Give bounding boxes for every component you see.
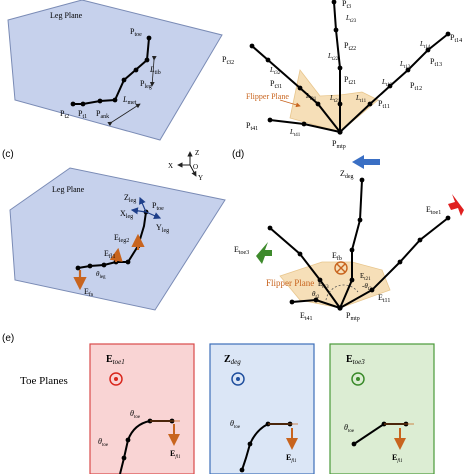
l-t32-label: Lt32 [269,66,281,76]
toe-planes-title: Toe Planes [20,375,68,387]
e-toe1-arrow [448,194,464,216]
p-t12-label: Pt12 [410,81,422,92]
axis-triad: Z X O Y [168,149,203,182]
p-t13-label: Pt13 [430,57,442,68]
box-2-efl: Efl1 [286,453,297,464]
box-1-efl: Efl1 [170,449,181,460]
e-fl1-label-c: Efl1 [104,249,116,260]
axis-y-label: Y [198,174,203,182]
box-3-efl: Efl1 [392,453,403,464]
toe-plane-box-2: Zdeg θtoe Efl1 [209,343,315,474]
e-t11-label: Et11 [378,293,390,304]
panel-b: Flipper Plane Pt3 Pt14 Pt13 Pt12 Pt11 Pt… [222,0,462,150]
angle-arc-d [325,284,359,301]
p-t41-label: Pt41 [246,121,258,132]
p-mtp-label-d: Pmtp [346,311,360,322]
l-t23-label: Lt23 [345,14,357,24]
toe-joints-d [267,177,451,311]
p-mtp-label: Pmtp [332,139,346,150]
p-t3-label: Pt3 [342,0,351,10]
box-3-head: Etoe3 [346,354,365,366]
leg-plane-label-a: Leg Plane [50,11,83,20]
panel-c-letter: (c) [2,149,14,160]
flipper-plane-label-d: Flipper Plane [266,278,314,288]
toe-plane-box-3: Etoe3 θtoe Efl1 [329,343,435,474]
z-deg-arrow [352,155,380,169]
z-leg-label: Zleg [124,193,136,204]
p-t14-label: Pt14 [450,33,462,44]
p-t1-label-a: Pt1 [78,109,87,120]
leg-plane-a [7,0,223,141]
l-t11-label: Lt11 [355,94,367,104]
e-t41-label: Et41 [300,311,313,322]
p-t11-label: Pt11 [378,99,390,110]
e-toe3-label: Etoe3 [234,245,249,256]
flipper-plane-label-b: Flipper Plane [246,92,289,101]
z-deg-label: Zdeg [340,169,354,180]
p-t22-label: Pt22 [344,41,356,52]
flipper-plane-arrow-b [279,99,301,108]
panel-d-letter: (d) [232,149,244,160]
p-t21-label: Pt21 [344,75,356,86]
box-3-marker [351,372,365,386]
l-tib-label: Ltib [149,65,161,76]
p-t2-label-a: Pt2 [60,109,69,120]
e-leg2-label: Eleg2 [114,233,129,244]
p-leg-label-a: Pleg [140,79,152,90]
e-fl1-arrow-c [109,247,123,263]
e-fb-label: Efb [332,251,342,262]
box-3-theta: θtoe [344,423,355,434]
p-t31-label: Pt31 [270,79,282,90]
box-1-marker [109,372,123,386]
p-t32-label: Pt32 [222,55,234,66]
box-2-head: Zdeg [224,354,241,366]
panel-e: (e) Toe Planes Etoe1 θtoe θtoe Efl1 Zdeg [2,333,435,474]
p-toe-label-a: Ptoe [130,27,142,38]
e-fs-label: Efs [84,287,94,298]
y-leg-label: Yleg [156,223,169,234]
l-t12-label: Lt12 [381,78,393,88]
p-toe-label-c: Ptoe [152,201,164,212]
e-t21-label: Et21 [360,272,371,282]
theta-t12-label: -θt2 [362,282,372,292]
toe-joints-b [249,0,451,135]
leg-frame-arrows [130,196,162,219]
axis-z-label: Z [195,149,199,157]
leg-joints-a [70,35,152,107]
panel-c: (c) Leg Plane Z X O Y Zleg Xleg Ptoe Yle… [2,149,226,311]
e-t13-label: Et13 [318,280,329,290]
toe-plane-box-1: Etoe1 θtoe θtoe Efl1 [89,343,195,474]
box-1-theta-a: θtoe [130,409,141,420]
l-t41-label: Lt41 [289,128,301,138]
l-t31-label: Lt31 [305,92,317,102]
l-t13-label: Lt13 [399,60,411,70]
panel-e-letter: (e) [2,333,14,344]
axis-x-label: X [168,162,173,170]
e-toe3-arrow [256,242,272,264]
l-t14-label: Lt14 [419,40,431,50]
e-toe1-label: Etoe1 [426,205,441,216]
l-t22-label: Lt22 [327,52,339,62]
axis-o-label: O [193,163,198,171]
box-1-head: Etoe1 [106,354,125,366]
panel-d: (d) Flipper Plane Zdeg Etoe1 Etoe3 Efb E… [232,149,464,322]
l-met-label: Lmet [122,95,137,106]
p-ank-label-a: Pank [96,109,109,120]
box-2-marker [231,372,245,386]
l-t21-label: Lt21 [329,94,341,104]
leg-plane-label-c: Leg Plane [52,185,85,194]
e-fb-marker [334,261,348,275]
theta-t2-label: θt2 [312,290,320,300]
panel-a: Leg Plane Ptoe Pleg Ltib Lmet Pt2 Pt1 Pa… [7,0,223,141]
theta-leg-label: θleg [96,270,106,280]
x-leg-label: Xleg [120,209,133,220]
tib-length-arrow [149,55,157,87]
box-1-theta-b: θtoe [98,437,109,448]
met-length-arrow [107,103,141,127]
leg-plane-c [9,167,226,311]
box-2-theta: θtoe [230,419,241,430]
